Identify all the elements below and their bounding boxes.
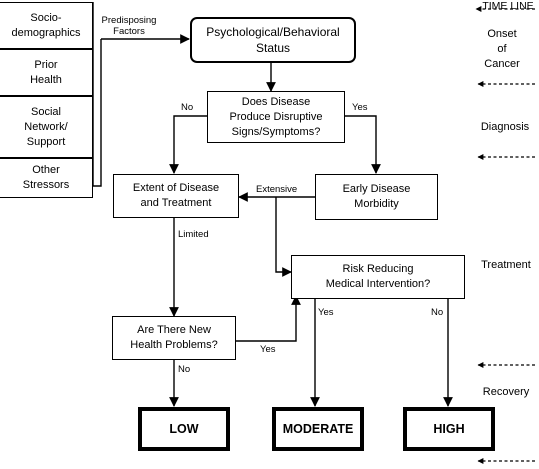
risk-yes-label: Yes	[318, 307, 334, 318]
factor-label: Social Network/ Support	[24, 105, 68, 148]
outcome-high-box: HIGH	[403, 407, 495, 451]
factor-sociodemographics: Socio- demographics	[0, 2, 93, 49]
extent-of-disease-box: Extent of Disease and Treatment	[113, 174, 239, 218]
risk-no-label: No	[431, 307, 444, 318]
factor-prior-health: Prior Health	[0, 49, 93, 96]
disease-no-label: No	[181, 102, 194, 113]
factor-bracket-bottom	[93, 39, 102, 187]
risk-reducing-intervention-box: Risk Reducing Medical Intervention?	[291, 255, 465, 299]
limited-label: Limited	[178, 229, 209, 240]
factor-other-stressors: Other Stressors	[0, 158, 93, 198]
factor-social-network: Social Network/ Support	[0, 96, 93, 158]
newprob-yes-label: Yes	[260, 344, 276, 355]
arrow-disease-no	[169, 115, 208, 174]
timeline-phase-recovery: Recovery	[482, 386, 530, 398]
factor-label: Socio- demographics	[11, 11, 81, 39]
outcome-low-box: LOW	[138, 407, 230, 451]
factor-label: Prior Health	[30, 58, 62, 86]
timeline-title: TIME LINE	[482, 0, 534, 12]
disease-yes-label: Yes	[352, 102, 368, 113]
newprob-no-label: No	[178, 364, 191, 375]
extensive-label: Extensive	[256, 184, 298, 195]
timeline-phase-diagnosis: Diagnosis	[480, 121, 530, 133]
arrow-newprob-yes	[236, 295, 301, 342]
psychological-behavioral-status-box: Psychological/Behavioral Status	[190, 17, 356, 63]
timeline-phase-onset: Onset of Cancer	[484, 28, 520, 70]
new-health-problems-box: Are There New Health Problems?	[112, 316, 236, 360]
arrow-extensive-to-risk	[275, 197, 292, 277]
timeline-phase-treatment: Treatment	[481, 259, 531, 271]
early-disease-morbidity-box: Early Disease Morbidity	[315, 174, 438, 220]
outcome-moderate-box: MODERATE	[272, 407, 364, 451]
predisposing-factors-label: Predisposing Factors	[101, 15, 157, 37]
disruptive-symptoms-question-box: Does Disease Produce Disruptive Signs/Sy…	[207, 91, 345, 143]
arrow-disease-yes	[343, 115, 381, 174]
factor-label: Other Stressors	[22, 164, 70, 191]
